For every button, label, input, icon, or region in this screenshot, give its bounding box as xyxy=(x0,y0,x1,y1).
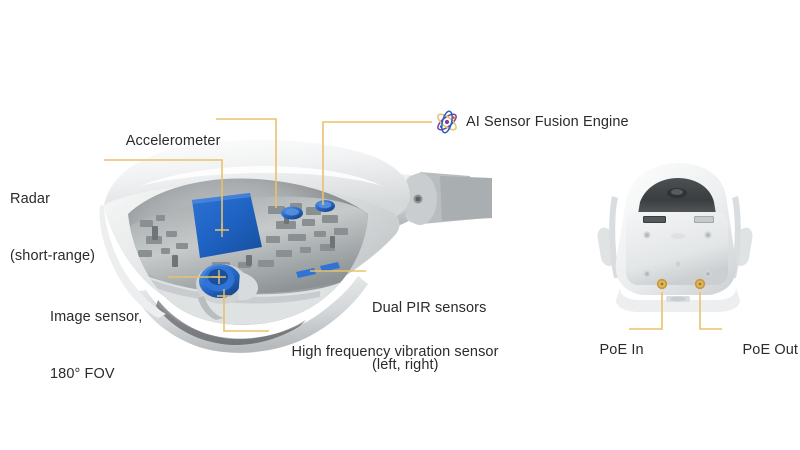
ai-fusion-atom-icon xyxy=(434,109,460,135)
callout-label-accelerometer: Accelerometer xyxy=(110,113,221,170)
crosshair-image-sensor xyxy=(212,270,226,284)
radar-panel xyxy=(192,193,262,258)
image-sensor-text-line1: Image sensor, xyxy=(50,309,143,325)
rear-back-plate xyxy=(626,212,728,285)
dual-pir-text-line2: (left, right) xyxy=(372,357,439,373)
radar-text-line1: Radar xyxy=(10,191,50,207)
leader-ai-fusion xyxy=(322,121,432,205)
poe-in-text: PoE In xyxy=(599,342,644,358)
leader-poe-in xyxy=(629,292,663,330)
main-unit-graphic xyxy=(99,139,492,353)
image-sensor-module xyxy=(196,264,258,320)
callout-label-poe-out: PoE Out xyxy=(726,323,798,377)
image-sensor-text-line2: 180° FOV xyxy=(50,366,115,382)
leader-radar xyxy=(104,159,223,230)
leader-poe-out xyxy=(699,292,722,330)
internal-components xyxy=(128,193,368,325)
accelerometer-text: Accelerometer xyxy=(125,133,221,149)
poe-in-port xyxy=(656,278,668,290)
callout-label-high-frequency-vibration-sensor: High frequency vibration sensor xyxy=(275,325,499,379)
dual-pir-text-line1: Dual PIR sensors xyxy=(372,300,487,316)
callout-label-image-sensor: Image sensor, 180° FOV xyxy=(50,270,142,422)
leader-accelerometer xyxy=(216,118,277,208)
crosshair-vibration xyxy=(217,289,231,303)
callout-label-dual-pir-sensors: Dual PIR sensors (left, right) xyxy=(372,261,486,413)
poe-out-port xyxy=(694,278,706,290)
callout-label-poe-in: PoE In xyxy=(583,323,644,377)
crosshair-markers xyxy=(212,223,231,303)
rear-unit-graphic xyxy=(597,162,753,312)
leader-vibration xyxy=(223,296,269,332)
leader-lines-layer xyxy=(104,118,722,332)
callout-label-ai-sensor-fusion-engine: AI Sensor Fusion Engine xyxy=(434,109,629,135)
callout-label-radar: Radar (short-range) xyxy=(10,152,95,304)
crosshair-radar xyxy=(215,223,229,237)
radar-text-line2: (short-range) xyxy=(10,248,96,264)
vibration-sensor-text: High frequency vibration sensor xyxy=(291,344,499,360)
poe-out-text: PoE Out xyxy=(742,342,799,358)
ai-sensor-fusion-engine-text: AI Sensor Fusion Engine xyxy=(466,114,629,130)
